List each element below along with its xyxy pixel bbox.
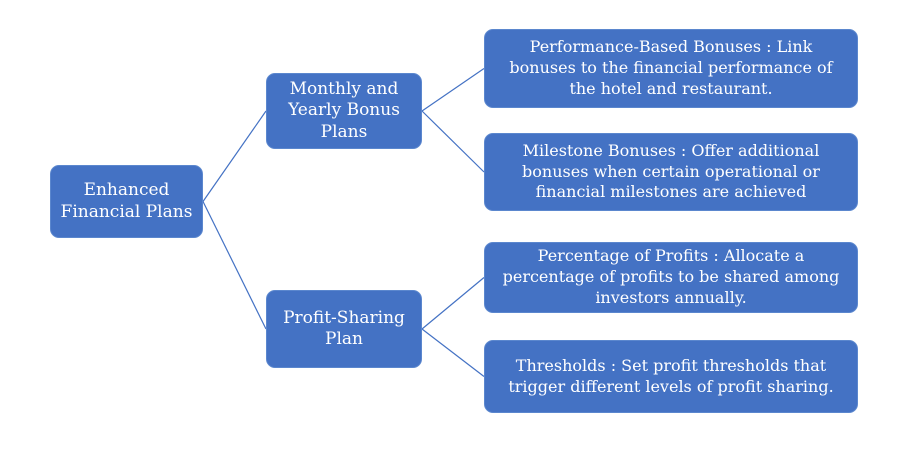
connector-root-to-profit-sharing [202,201,267,330]
connector-bonus-to-milestone [421,110,485,173]
branch-node-label: Monthly and Yearly Bonus Plans [288,79,400,142]
leaf-node-percentage-of-profits: Percentage of Profits : Allocate a perce… [484,242,858,313]
root-node-label: Enhanced Financial Plans [60,180,193,222]
leaf-node-text: Thresholds : Set profit thresholds that … [508,355,834,396]
root-node-enhanced-financial-plans: Enhanced Financial Plans [50,165,203,238]
connector-profit-to-percentage [421,277,485,330]
leaf-node-milestone-bonuses: Milestone Bonuses : Offer additional bon… [484,133,858,211]
leaf-node-text: Performance-Based Bonuses : Link bonuses… [509,37,833,98]
branch-node-monthly-yearly-bonus-plans: Monthly and Yearly Bonus Plans [266,73,422,149]
branch-node-label: Profit-Sharing Plan [283,307,405,349]
branch-node-profit-sharing-plan: Profit-Sharing Plan [266,290,422,368]
leaf-node-text: Percentage of Profits : Allocate a perce… [502,246,840,307]
leaf-node-text: Milestone Bonuses : Offer additional bon… [522,140,820,202]
connector-profit-to-thresholds [421,328,485,377]
connector-root-to-bonus-plans [202,110,267,202]
connector-bonus-to-performance [421,68,485,112]
leaf-node-thresholds: Thresholds : Set profit thresholds that … [484,340,858,413]
leaf-node-performance-based-bonuses: Performance-Based Bonuses : Link bonuses… [484,29,858,108]
